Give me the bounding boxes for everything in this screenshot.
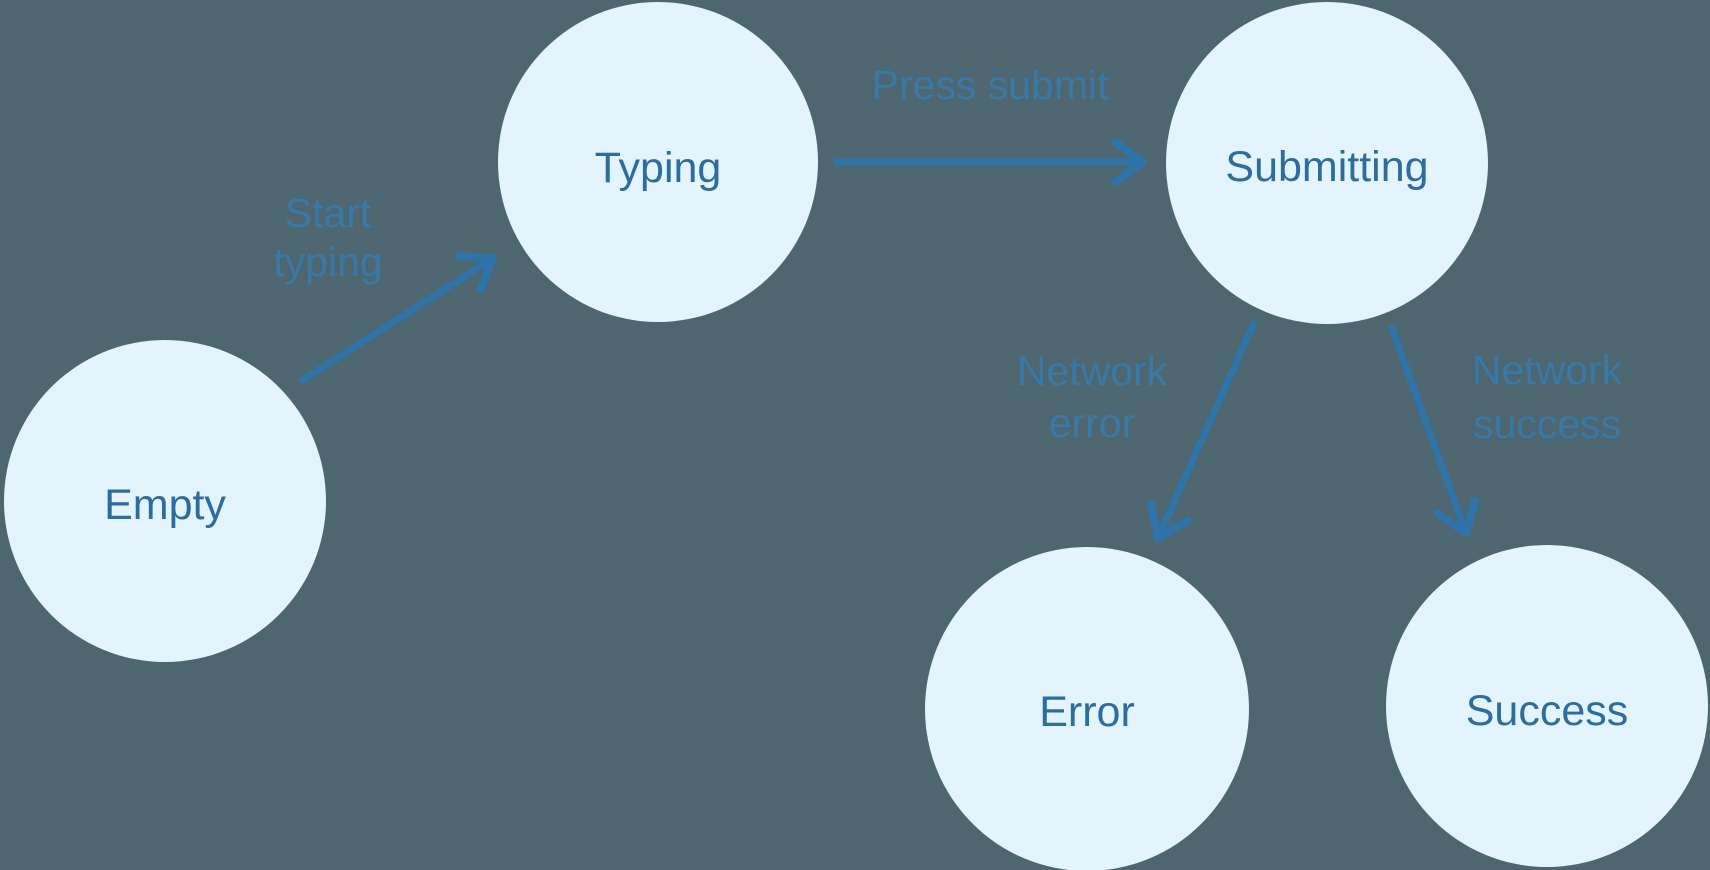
state-node-empty: Empty [4, 340, 326, 662]
state-label-error: Error [1039, 688, 1135, 736]
arrowhead-icon [1147, 500, 1192, 542]
state-label-submitting: Submitting [1225, 143, 1428, 191]
transition-network-error: Network error [1017, 321, 1257, 542]
arrowhead-icon [1111, 138, 1147, 186]
transition-label-network-error-line2: error [1049, 400, 1136, 446]
transition-arrow-network-error [1154, 321, 1257, 542]
state-node-error: Error [925, 547, 1249, 870]
state-node-submitting: Submitting [1166, 2, 1488, 324]
transition-arrow-network-success [1388, 324, 1470, 537]
state-circle-submitting [1166, 2, 1488, 324]
transition-label-network-success-line2: success [1473, 401, 1621, 447]
transition-press-submit: Press submit [833, 62, 1147, 186]
transition-arrow-start-typing [299, 254, 497, 384]
transition-label-start-typing-line2: typing [273, 239, 382, 285]
transition-label-press-submit-line1: Press submit [872, 62, 1110, 108]
state-label-success: Success [1466, 687, 1629, 735]
arrowhead-icon [455, 252, 497, 294]
state-circle-empty [4, 340, 326, 662]
state-circle-success [1386, 545, 1708, 867]
state-circle-error [925, 547, 1249, 870]
transition-network-success: Network success [1388, 324, 1623, 537]
state-label-typing: Typing [595, 144, 722, 192]
transition-label-network-error-line1: Network [1017, 348, 1168, 394]
transition-label-network-success-line1: Network [1472, 347, 1623, 393]
transition-label-start-typing-line1: Start [285, 190, 372, 236]
state-label-empty: Empty [104, 481, 226, 529]
arrowhead-icon [1434, 496, 1480, 537]
state-circle-typing [498, 2, 818, 322]
state-node-success: Success [1386, 545, 1708, 867]
state-node-typing: Typing [498, 2, 818, 322]
